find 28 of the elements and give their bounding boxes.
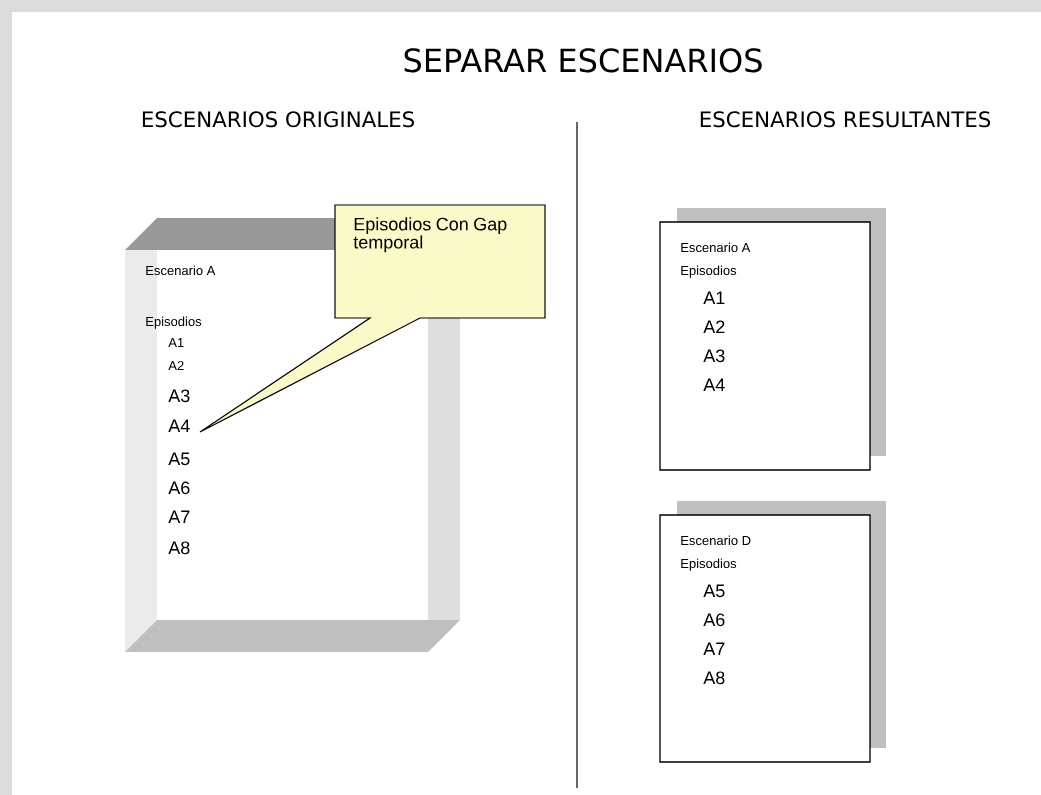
episode-item: A8 (168, 541, 190, 555)
episode-item: A7 (168, 510, 190, 523)
scenario-name: Escenario A (681, 242, 751, 253)
callout-text: Episodios Con Gap temporal (353, 217, 507, 253)
scenario-box (659, 208, 886, 471)
column-heading: ESCENARIOS RESULTANTES (700, 111, 991, 128)
episode-item: A5 (168, 452, 190, 466)
episode-item: A3 (168, 389, 190, 403)
scenario-box (659, 501, 886, 763)
scenario-name: Escenario A (146, 265, 216, 276)
scenario-name: Escenario D (681, 535, 751, 546)
title: SEPARAR ESCENARIOS (404, 48, 762, 73)
episodes-heading: Episodios (681, 265, 737, 278)
episodes-heading: Episodios (146, 316, 202, 329)
episode-item: A6 (703, 613, 725, 627)
episode-item: A2 (168, 360, 184, 370)
episode-item: A5 (703, 584, 725, 598)
episode-item: A7 (703, 642, 725, 655)
episode-item: A4 (703, 378, 725, 391)
episode-item: A4 (168, 419, 190, 432)
episode-item: A8 (703, 671, 725, 685)
episode-item: A1 (703, 291, 725, 304)
episode-item: A2 (703, 320, 725, 333)
episode-item: A3 (703, 349, 725, 363)
episode-item: A1 (168, 338, 184, 347)
episode-item: A6 (168, 481, 190, 495)
episodes-heading: Episodios (681, 558, 737, 571)
column-heading: ESCENARIOS ORIGINALES (142, 111, 414, 128)
